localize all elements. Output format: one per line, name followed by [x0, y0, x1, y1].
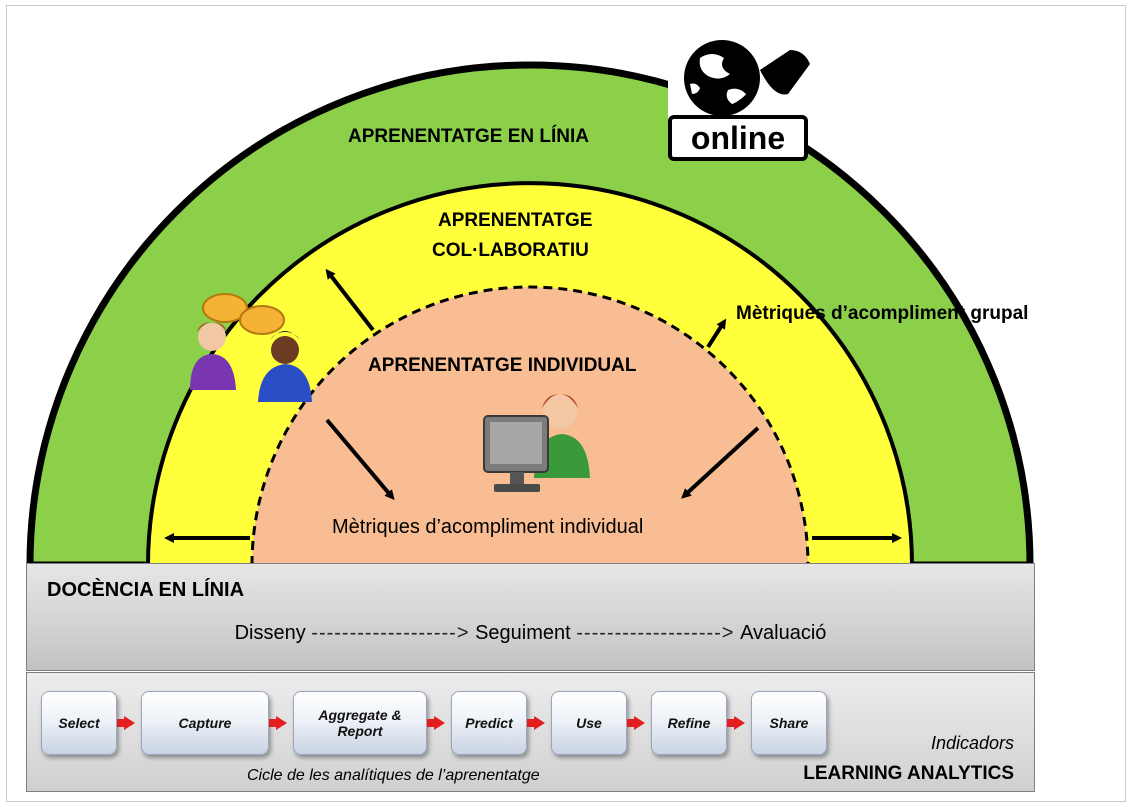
- online-badge: online: [668, 115, 808, 161]
- collab-zone-title-line1: APRENENTATGE: [438, 210, 593, 231]
- red-arrow-icon: [727, 716, 745, 730]
- red-arrow-icon: [117, 716, 135, 730]
- learning-analytics-panel: Select Capture Aggregate & Report Predic…: [26, 672, 1035, 792]
- step-capture: Capture: [141, 691, 269, 755]
- analytics-cycle-steps: Select Capture Aggregate & Report Predic…: [41, 691, 827, 755]
- learning-analytics-title: LEARNING ANALYTICS: [803, 763, 1014, 784]
- flow-step-design: Disseny: [234, 622, 306, 644]
- teaching-flow: Disseny -------------------> Seguiment -…: [27, 622, 1034, 645]
- arrow-up-left: [325, 268, 375, 332]
- arrow-up-right: [706, 318, 727, 349]
- flow-dashes-2: ------------------->: [576, 622, 735, 644]
- arrow-in-right: [681, 426, 760, 499]
- computer-user-icon: [483, 394, 590, 492]
- step-use: Use: [551, 691, 627, 755]
- chat-users-icon: [190, 293, 312, 402]
- step-share: Share: [751, 691, 827, 755]
- red-arrow-icon: [527, 716, 545, 730]
- red-arrow-icon: [627, 716, 645, 730]
- docencia-title: DOCÈNCIA EN LÍNIA: [47, 579, 245, 601]
- analytics-cycle-caption: Cicle de les analítiques de l’aprenentat…: [247, 767, 540, 784]
- flow-step-tracking: Seguiment: [475, 622, 571, 644]
- flow-dashes-1: ------------------->: [311, 622, 470, 644]
- flow-step-evaluation: Avaluació: [740, 622, 827, 644]
- mouse-icon: [727, 50, 810, 111]
- docencia-panel: DOCÈNCIA EN LÍNIA Disseny --------------…: [26, 563, 1035, 671]
- indicators-label: Indicadors: [930, 733, 1014, 753]
- diagram-frame: [6, 5, 1126, 802]
- red-arrow-icon: [269, 716, 287, 730]
- step-select: Select: [41, 691, 117, 755]
- individual-zone-title: APRENENTATGE INDIVIDUAL: [368, 355, 637, 376]
- step-aggregate-report: Aggregate & Report: [293, 691, 427, 755]
- collab-zone-title-line2: COL·LABORATIU: [432, 240, 589, 261]
- online-zone-title: APRENENTATGE EN LÍNIA: [348, 126, 590, 147]
- arrow-in-left: [325, 418, 395, 501]
- step-predict: Predict: [451, 691, 527, 755]
- red-arrow-icon: [427, 716, 445, 730]
- step-refine: Refine: [651, 691, 727, 755]
- group-metrics-label: Mètriques d’acompliment grupal: [736, 303, 1029, 324]
- individual-metrics-label: Mètriques d’acompliment individual: [332, 516, 644, 538]
